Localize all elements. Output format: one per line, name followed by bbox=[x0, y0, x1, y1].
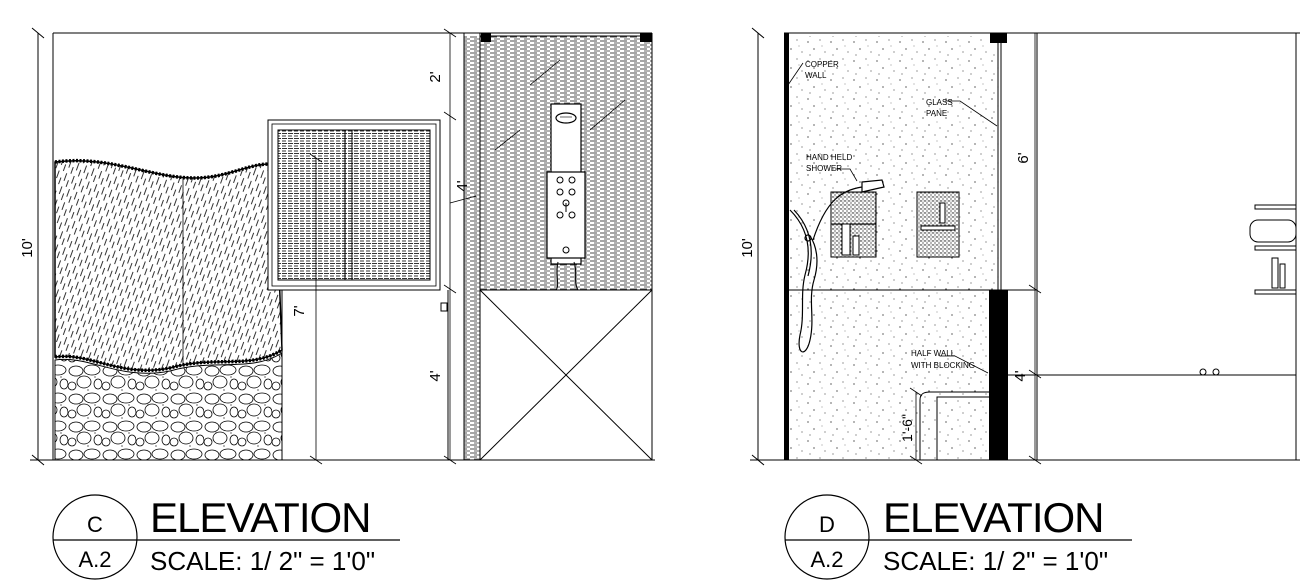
elevation-scale-d: SCALE: 1/ 2" = 1'0" bbox=[883, 546, 1108, 576]
copper-wall-section bbox=[784, 33, 789, 460]
shower-panel bbox=[546, 103, 586, 291]
track-cap-left bbox=[481, 33, 491, 42]
right-dims-d bbox=[1028, 33, 1042, 465]
bench-dim bbox=[909, 387, 923, 465]
note-glass-pane: GLASS PANE bbox=[926, 98, 953, 118]
wall-edge-tile bbox=[464, 36, 480, 460]
height-dim-label-d: 10' bbox=[739, 238, 756, 258]
dim-lower-label-d: 4' bbox=[1012, 370, 1029, 381]
river-stone-base bbox=[54, 352, 283, 461]
elevation-title-c: ELEVATION bbox=[150, 494, 371, 541]
note-glass-line2: PANE bbox=[926, 109, 947, 118]
textured-wall-panel bbox=[54, 159, 283, 372]
glass-door-panel bbox=[479, 289, 653, 461]
towel-shelf bbox=[1199, 204, 1297, 376]
elevation-scale-c: SCALE: 1/ 2" = 1'0" bbox=[150, 546, 375, 576]
bubble-letter-d: D bbox=[819, 512, 835, 537]
height-dim-label-c: 10' bbox=[19, 238, 36, 258]
note-halfwall-line2: WITH BLOCKING bbox=[911, 361, 975, 370]
door-dim-label: 7' bbox=[291, 305, 308, 316]
dim-mid-label-c: 4' bbox=[454, 180, 471, 191]
shower-bench bbox=[919, 391, 989, 460]
bench-dim-label: 1'-6" bbox=[899, 414, 915, 442]
elevation-title-d: ELEVATION bbox=[883, 494, 1104, 541]
shower-niche-right bbox=[916, 191, 960, 258]
hand-held-shower bbox=[789, 179, 885, 353]
note-halfwall-line1: HALF WALL bbox=[911, 349, 956, 358]
note-shower-line2: SHOWER bbox=[806, 164, 842, 173]
bubble-sheet-d: A.2 bbox=[810, 547, 843, 572]
louvered-window bbox=[267, 119, 441, 291]
note-shower-line1: HAND HELD bbox=[806, 153, 852, 162]
annotation-leaders bbox=[787, 62, 998, 374]
rain-showerhead-icon bbox=[555, 112, 577, 124]
detail-bubble-d bbox=[784, 494, 870, 580]
note-hand-held-shower: HAND HELD SHOWER bbox=[806, 153, 852, 173]
concrete-wall bbox=[788, 36, 1002, 460]
note-copper-line1: COPPER bbox=[805, 60, 839, 69]
bubble-letter-c: C bbox=[87, 512, 103, 537]
glass-track-cap bbox=[990, 33, 1007, 43]
dim-bottom-label-c: 4' bbox=[427, 370, 444, 381]
elevation-c: 10' bbox=[19, 27, 655, 580]
track-cap-right bbox=[640, 33, 652, 42]
dim-top-label-c: 2' bbox=[427, 71, 444, 82]
title-block-c: C A.2 ELEVATION SCALE: 1/ 2" = 1'0" bbox=[52, 494, 400, 580]
detail-bubble-c bbox=[52, 494, 138, 580]
dim-upper-label-d: 6' bbox=[1015, 152, 1032, 163]
note-copper-line2: WALL bbox=[805, 71, 827, 80]
door-height-dim bbox=[309, 153, 323, 465]
wall-outline-d bbox=[750, 32, 1300, 461]
bubble-sheet-c: A.2 bbox=[78, 547, 111, 572]
glass-reflection-lines bbox=[494, 59, 626, 151]
note-copper-wall: COPPER WALL bbox=[805, 60, 839, 80]
door-opening bbox=[281, 290, 449, 460]
elevation-d: 10' bbox=[739, 27, 1300, 580]
shower-niche-left bbox=[830, 191, 877, 258]
note-glass-line1: GLASS bbox=[926, 98, 953, 107]
half-wall-section bbox=[989, 290, 1008, 460]
note-half-wall: HALF WALL WITH BLOCKING bbox=[911, 349, 975, 370]
title-block-d: D A.2 ELEVATION SCALE: 1/ 2" = 1'0" bbox=[784, 494, 1132, 580]
